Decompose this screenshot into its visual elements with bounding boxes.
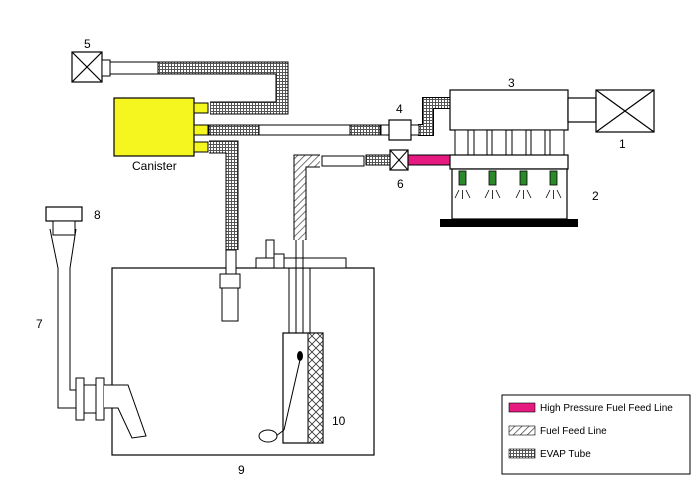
feed-hose-segment — [321, 155, 365, 167]
fuel-tank-9 — [111, 267, 375, 456]
callout-4: 4 — [396, 102, 403, 116]
callout-8: 8 — [94, 208, 101, 222]
callout-3: 3 — [508, 76, 515, 90]
fuel-feed-line — [293, 154, 320, 240]
injector — [545, 170, 562, 199]
legend-item-fuel-feed: Fuel Feed Line — [508, 425, 607, 437]
vent-hose-segment — [258, 124, 351, 136]
throttle-body-1 — [595, 89, 655, 133]
intake-manifold-3 — [449, 89, 597, 156]
injector — [454, 170, 471, 199]
callout-7: 7 — [36, 317, 43, 331]
fuel-rail — [449, 154, 569, 170]
callout-1: 1 — [619, 137, 626, 151]
evap-tube-canister-to-tank — [209, 140, 239, 250]
purge-valve-5 — [71, 51, 111, 83]
evap-tube-canister-to-valve4 — [208, 97, 450, 136]
canister-label: Canister — [132, 159, 177, 173]
legend-label: Fuel Feed Line — [540, 426, 607, 437]
legend-swatch — [508, 425, 536, 436]
injector — [515, 170, 532, 199]
fuel-pump-module-10 — [255, 239, 347, 444]
evap-tube-purge-to-valve5 — [158, 61, 289, 115]
evap-tube-valve6-side — [365, 154, 392, 166]
legend-item-evap-tube: EVAP Tube — [508, 448, 591, 460]
high-pressure-fuel-line — [407, 154, 451, 166]
legend-swatch — [508, 402, 536, 413]
filler-neck-7 — [49, 228, 147, 439]
rollover-valve — [219, 249, 241, 322]
callout-6: 6 — [397, 177, 404, 191]
canister — [113, 97, 209, 157]
legend-swatch — [508, 448, 536, 459]
valve-6 — [389, 149, 409, 171]
injector — [484, 170, 501, 199]
valve-4 — [380, 119, 420, 141]
callout-5: 5 — [84, 37, 91, 51]
filler-cap-8 — [45, 206, 83, 236]
legend-label: High Pressure Fuel Feed Line — [540, 403, 673, 414]
callout-10: 10 — [332, 414, 346, 428]
callout-2: 2 — [592, 189, 599, 203]
callout-9: 9 — [238, 463, 245, 477]
fuel-injectors — [454, 170, 562, 199]
legend: High Pressure Fuel Feed Line Fuel Feed L… — [501, 394, 691, 475]
legend-item-high-pressure: High Pressure Fuel Feed Line — [508, 402, 673, 414]
purge-hose-segment — [109, 61, 159, 75]
legend-label: EVAP Tube — [540, 449, 591, 460]
